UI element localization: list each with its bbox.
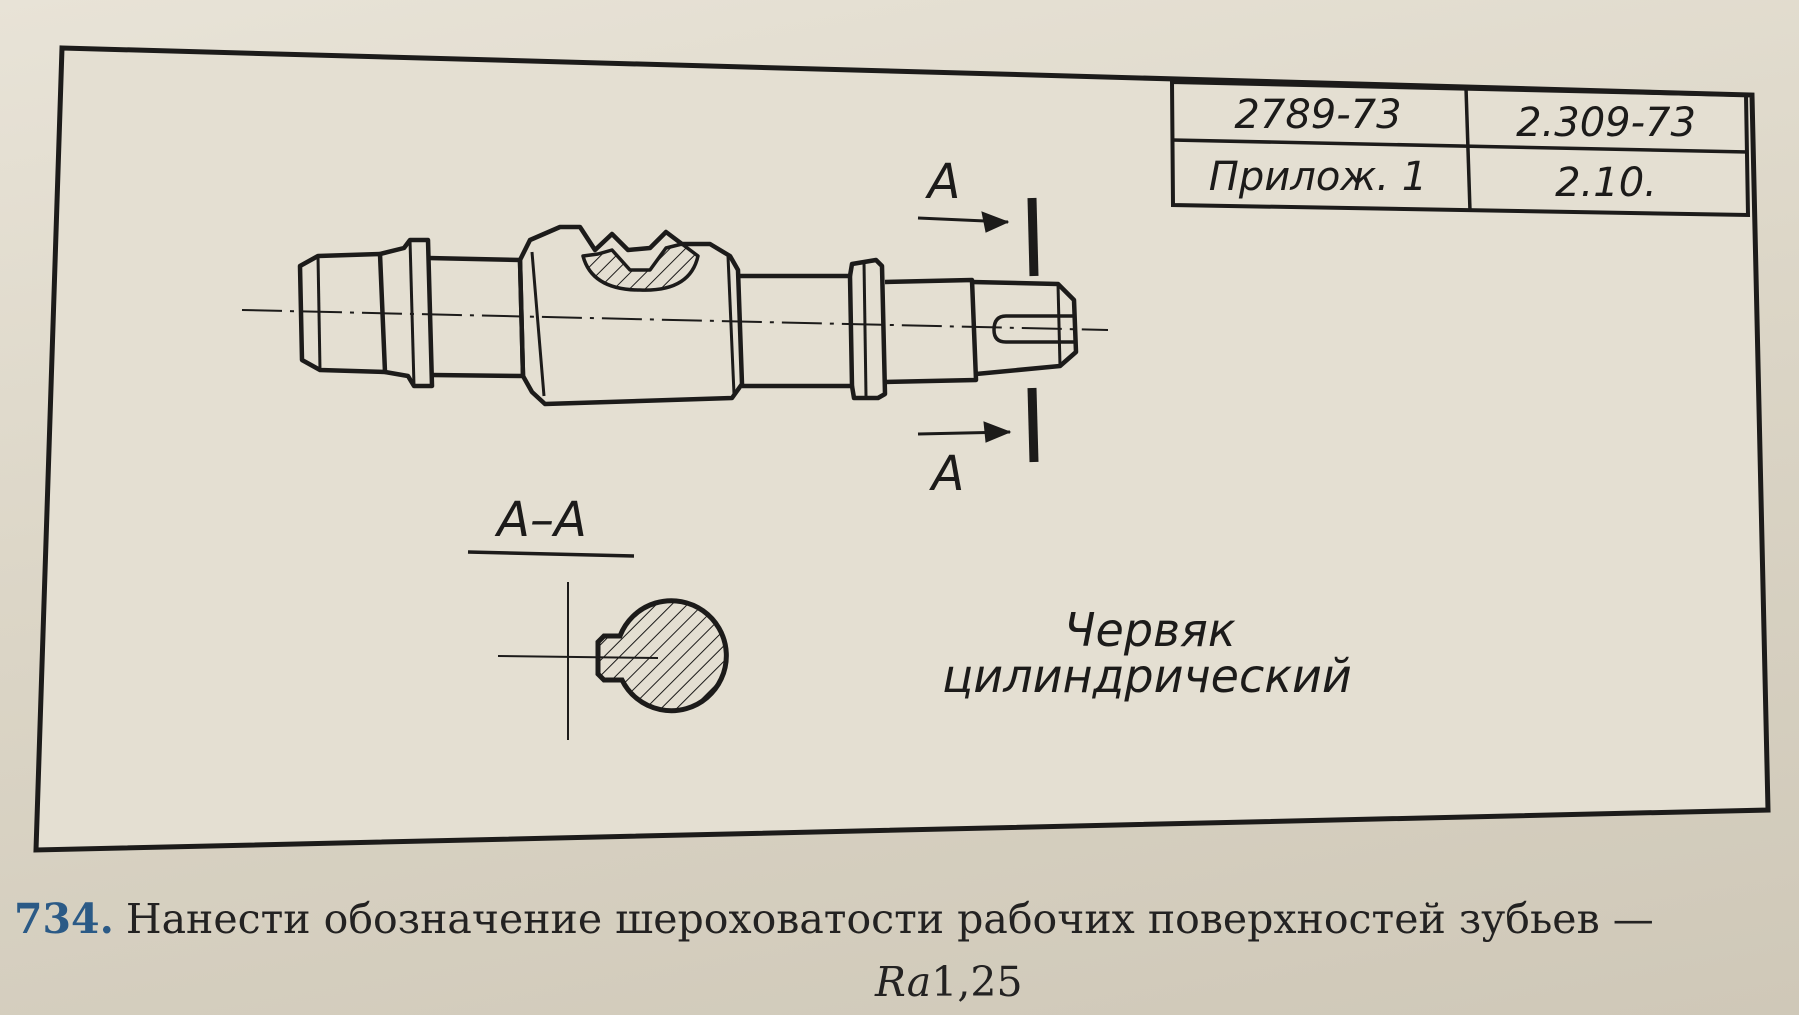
stamp-cell-r1c1: 2789-73 <box>1234 92 1401 138</box>
part-name-line1: Червяк <box>1064 603 1236 657</box>
stamp-cell-r2c1: Прилож. 1 <box>1209 154 1427 200</box>
section-title-underline <box>467 550 635 558</box>
section-view <box>497 582 729 740</box>
drawing-frame <box>33 45 1771 853</box>
roughness-value: Ra1,25 <box>875 958 1023 1006</box>
ra-number: 1,25 <box>931 958 1023 1006</box>
shaft-axis <box>241 309 1109 331</box>
ra-symbol: Ra <box>875 958 932 1006</box>
exercise-number: 734. <box>14 895 114 943</box>
section-letter-bottom: A <box>929 446 965 502</box>
section-letter-top: A <box>925 154 961 210</box>
stamp-table: 2789-73 2.309-73 Прилож. 1 2.10. <box>1169 79 1751 218</box>
part-name-line2: цилиндрический <box>942 649 1352 703</box>
stamp-cell-r2c2: 2.10. <box>1555 160 1657 206</box>
stamp-cell-r1c2: 2.309-73 <box>1516 100 1696 146</box>
section-title: A–A <box>494 492 587 548</box>
worm-shaft <box>297 224 1079 407</box>
exercise-statement: Нанести обозначение шероховатости рабочи… <box>125 895 1654 943</box>
section-cut-marks <box>917 197 1039 463</box>
exercise-text: 734.Нанести обозначение шероховатости ра… <box>14 895 1784 943</box>
